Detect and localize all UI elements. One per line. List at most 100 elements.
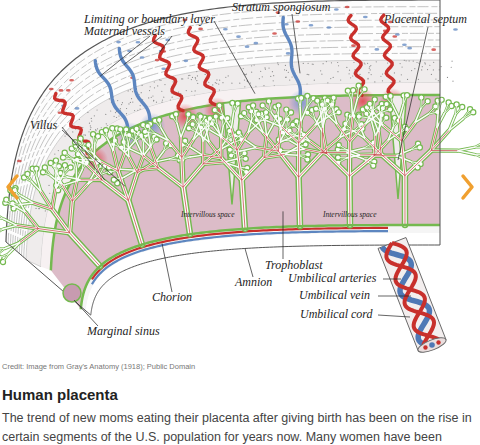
villus-core (41, 192, 52, 210)
villus-capillary (350, 117, 353, 142)
stipple (48, 185, 49, 186)
part-label: Villus (30, 119, 57, 131)
maternal-vessel (119, 48, 150, 120)
stipple (407, 79, 408, 80)
stipple (353, 62, 354, 63)
villus-core (315, 119, 323, 132)
villus-core (242, 158, 264, 181)
stipple (306, 83, 307, 84)
stipple (337, 71, 338, 72)
villus-core (241, 116, 251, 122)
villus-capillary (323, 133, 327, 154)
villus-capillary (118, 153, 125, 171)
villus-core (76, 146, 80, 154)
stipple (433, 62, 434, 63)
stipple (411, 70, 412, 71)
cord-artery-section (436, 340, 440, 344)
stipple (82, 127, 83, 128)
part-label: Chorion (152, 291, 192, 303)
villus-outline (307, 98, 313, 107)
villus-core (72, 184, 87, 201)
villus-capillary (221, 138, 222, 158)
villus-outline (402, 176, 409, 225)
stipple (64, 135, 65, 136)
wall-vessel (402, 44, 407, 47)
villus-core (75, 160, 77, 168)
villus-core (307, 98, 313, 107)
villus-capillary (62, 184, 72, 201)
stipple (371, 74, 372, 75)
stipple (87, 112, 88, 113)
stipple (348, 73, 349, 74)
wall-vessel (407, 47, 412, 50)
stipple (278, 64, 279, 65)
villus-core (0, 214, 4, 219)
wall-vessel (351, 44, 356, 47)
villus-capillary (183, 164, 203, 187)
villus-outline (244, 113, 251, 122)
maternal-vessel (95, 61, 128, 130)
villus-capillary (52, 209, 70, 233)
villus-capillary (263, 133, 278, 151)
villus-core (332, 98, 334, 109)
villus-core (66, 180, 80, 185)
stipple (140, 105, 141, 106)
villus-core (241, 148, 256, 151)
stipple (254, 65, 255, 66)
stipple (216, 83, 217, 84)
villus-core (327, 154, 350, 176)
stipple (451, 67, 452, 68)
stipple (285, 65, 286, 66)
stipple (320, 70, 321, 71)
maternal-vessel (348, 15, 363, 95)
villus-capillary (282, 127, 299, 143)
stipple (225, 77, 226, 78)
villus-core (68, 177, 81, 180)
villus-core (437, 113, 445, 127)
villus-capillary (72, 184, 87, 201)
villus-core (379, 108, 380, 118)
leader-line (283, 211, 284, 259)
villus-capillary (38, 229, 69, 233)
stipple (431, 74, 432, 75)
leader-line (292, 14, 300, 73)
leader-line (162, 243, 172, 292)
stipple (141, 92, 142, 93)
villus-core (306, 96, 307, 107)
stipple (251, 65, 252, 66)
villus-core (278, 151, 298, 177)
villus-capillary (242, 158, 264, 181)
villus-core (457, 147, 474, 150)
villus-core (245, 140, 257, 148)
stipple (130, 102, 131, 103)
stipple (303, 63, 304, 64)
stipple (94, 115, 95, 116)
villus-core (0, 248, 5, 249)
villus-core (300, 98, 301, 107)
stipple (95, 130, 96, 131)
villus-core (370, 104, 375, 114)
stipple (126, 113, 127, 114)
villus-core (282, 151, 291, 154)
villus-core (301, 107, 307, 121)
villus-core (431, 149, 457, 151)
stipple (401, 66, 402, 67)
villus-capillary (203, 142, 204, 164)
villus-outline (475, 155, 480, 160)
stipple (178, 92, 179, 93)
villus-core (253, 105, 256, 117)
villus-core (128, 201, 142, 245)
villus-core (203, 162, 223, 164)
stipple (250, 82, 251, 83)
stipple (132, 101, 133, 102)
stipple (387, 62, 388, 63)
villus-core (0, 254, 9, 258)
stipple (312, 63, 313, 64)
villus-capillary (321, 128, 323, 153)
leader-line (398, 27, 428, 160)
stipple (110, 110, 111, 111)
stipple (116, 117, 117, 118)
stipple (370, 69, 371, 70)
villus-core (379, 132, 382, 154)
stipple (331, 62, 332, 63)
